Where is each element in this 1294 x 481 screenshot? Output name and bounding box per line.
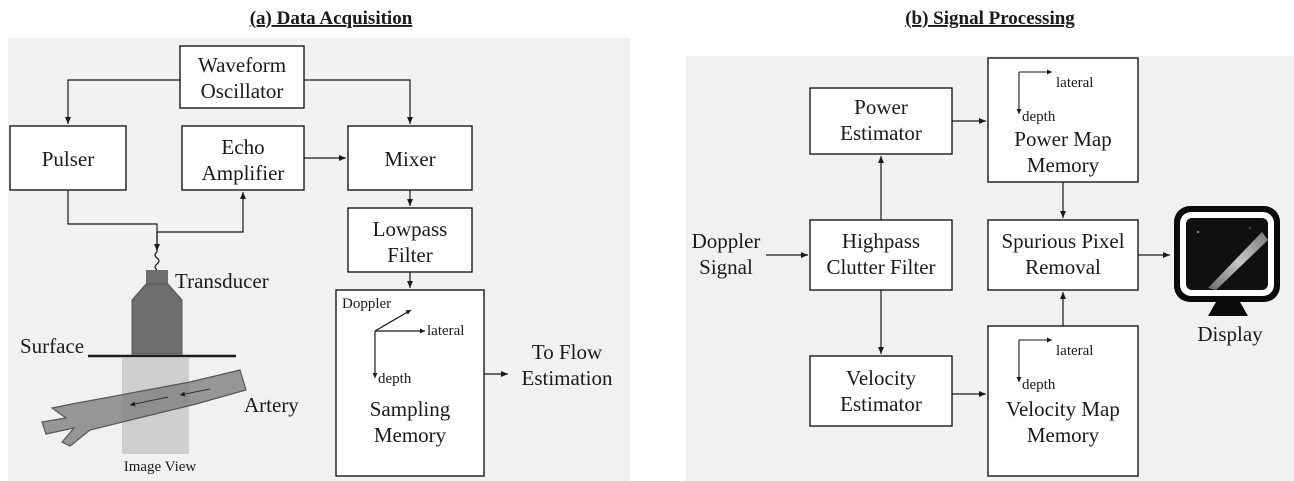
waveform-oscillator-label-1: Waveform <box>198 53 286 77</box>
doppler-signal-label-2: Signal <box>699 255 753 279</box>
transducer-label: Transducer <box>175 269 269 293</box>
pulser-label: Pulser <box>42 147 95 171</box>
spurious-removal-box <box>987 219 1139 291</box>
power-estimator-label-1: Power <box>854 95 908 119</box>
sampling-doppler-axis <box>374 309 412 332</box>
velocity-map-box <box>987 325 1139 477</box>
echo-amplifier-box <box>181 125 305 191</box>
artery-flow-arrow-1 <box>129 396 169 407</box>
panel-b-title: (b) Signal Processing <box>905 8 1075 29</box>
waveform-oscillator-label-2: Oscillator <box>201 79 284 103</box>
artery-flow-arrow-2 <box>179 388 211 397</box>
sampling-memory-label-2: Memory <box>374 423 447 447</box>
transducer-cable <box>154 251 160 271</box>
transducer-cap <box>146 270 168 284</box>
velocity-estimator-label-1: Velocity <box>846 366 916 390</box>
velocity-map-label-2: Memory <box>1027 423 1100 447</box>
to-flow-label-1: To Flow <box>532 340 603 364</box>
surface-label: Surface <box>20 334 84 358</box>
power-map-box <box>987 57 1139 183</box>
transducer-body <box>131 283 183 355</box>
power-map-depth-label: depth <box>1022 109 1056 125</box>
arrow-transducer-to-amplifier <box>156 192 246 252</box>
sampling-memory-label-1: Sampling <box>370 397 451 421</box>
display-label: Display <box>1197 322 1263 346</box>
sampling-lateral-label: lateral <box>427 323 464 339</box>
power-map-label-2: Memory <box>1027 153 1100 177</box>
highpass-filter-label-1: Highpass <box>842 229 920 253</box>
arrow-oscillator-to-pulser <box>65 79 180 124</box>
spurious-removal-label-2: Removal <box>1025 255 1101 279</box>
panel-a-title: (a) Data Acquisition <box>250 8 413 29</box>
artery <box>41 369 247 447</box>
artery-label: Artery <box>244 393 299 417</box>
velocity-estimator-label-2: Estimator <box>840 392 922 416</box>
to-flow-label-2: Estimation <box>522 366 613 390</box>
sampling-depth-label: depth <box>378 371 412 387</box>
highpass-filter-label-2: Clutter Filter <box>826 255 935 279</box>
velocity-map-depth-label: depth <box>1022 377 1056 393</box>
mixer-label: Mixer <box>384 147 435 171</box>
power-estimator-box <box>809 87 953 155</box>
display-monitor-icon <box>1174 206 1280 316</box>
velocity-map-lateral-label: lateral <box>1056 343 1093 359</box>
waveform-oscillator-box <box>179 45 305 109</box>
pulser-box <box>9 125 127 191</box>
image-view-label: Image View <box>124 459 197 475</box>
lowpass-filter-label-1: Lowpass <box>373 217 448 241</box>
power-estimator-label-2: Estimator <box>840 121 922 145</box>
velocity-estimator-box <box>809 355 953 427</box>
lowpass-filter-label-2: Filter <box>387 243 433 267</box>
power-map-lateral-label: lateral <box>1056 75 1093 91</box>
sampling-memory-box <box>335 289 485 477</box>
arrow-oscillator-to-mixer <box>304 79 413 124</box>
velocity-map-label-1: Velocity Map <box>1006 397 1120 421</box>
doppler-signal-label-1: Doppler <box>692 229 761 253</box>
power-map-label-1: Power Map <box>1014 127 1111 151</box>
sampling-doppler-label: Doppler <box>342 296 391 312</box>
spurious-removal-label-1: Spurious Pixel <box>1001 229 1124 253</box>
echo-amplifier-label-1: Echo <box>221 135 264 159</box>
echo-amplifier-label-2: Amplifier <box>202 161 285 185</box>
